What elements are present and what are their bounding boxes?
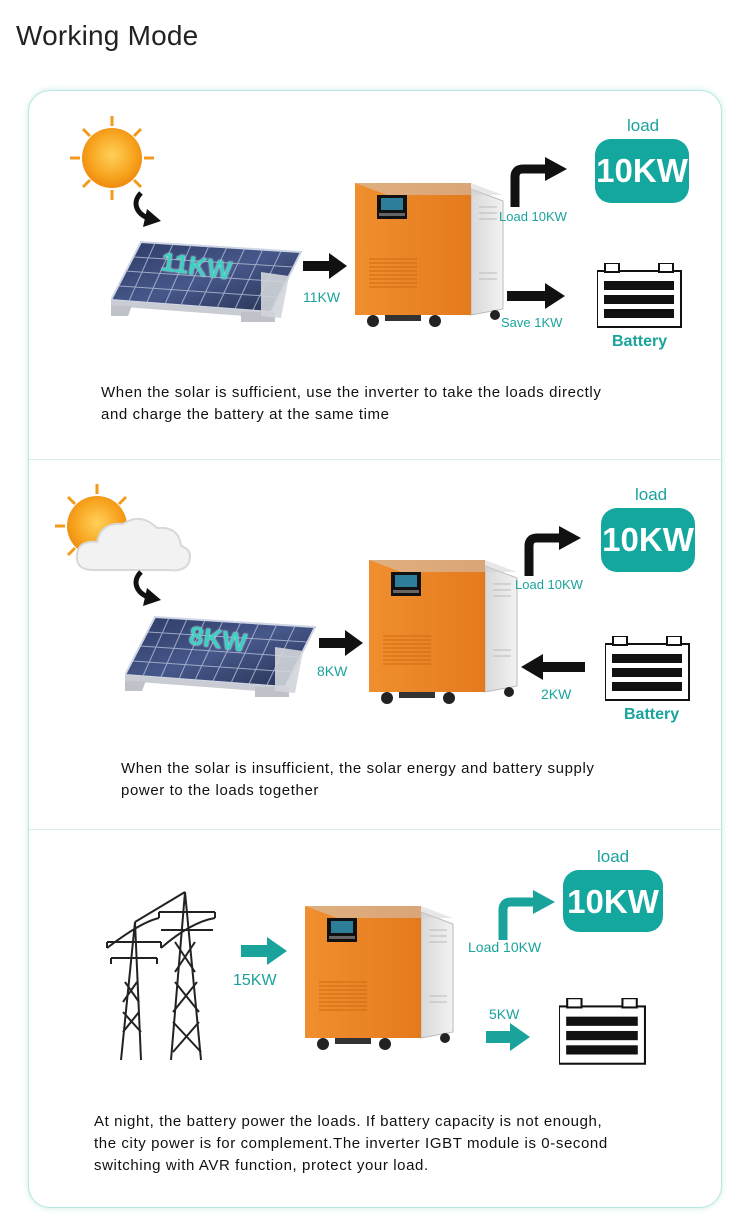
load-value-badge: 10KW	[595, 139, 689, 203]
battery-flow-label: 5KW	[489, 1006, 520, 1022]
caption-line: When the solar is insufficient, the sola…	[121, 760, 595, 777]
battery-icon	[605, 636, 690, 701]
page-title: Working Mode	[16, 20, 199, 51]
arrow-right-icon	[319, 630, 363, 656]
mode-1-section: 11KW 11KW Load 10KW load 10KW Save 1KW B…	[29, 91, 721, 459]
load-title: load	[627, 116, 660, 135]
inverter-icon	[369, 560, 518, 705]
load-value-badge: 10KW	[601, 508, 695, 572]
mode-2-caption: When the solar is insufficient, the sola…	[121, 758, 701, 802]
load-flow-label: Load 10KW	[515, 577, 583, 592]
load-title: load	[597, 847, 630, 866]
caption-line: power to the loads together	[121, 782, 319, 799]
arrow-up-right-icon	[524, 526, 581, 576]
caption-line: At night, the battery power the loads. I…	[94, 1113, 603, 1130]
battery-label: Battery	[612, 333, 668, 350]
inverter-icon	[305, 906, 454, 1051]
arrow-right-icon	[303, 253, 347, 279]
section-divider	[29, 829, 721, 830]
sun-behind-cloud-icon	[53, 482, 191, 572]
battery-flow-label: 2KW	[541, 686, 572, 702]
solar-input-label: 11KW	[303, 289, 341, 305]
caption-line: switching with AVR function, protect you…	[94, 1157, 429, 1174]
load-flow-label: Load 10KW	[499, 209, 567, 224]
arrow-right-icon	[507, 283, 565, 309]
solar-input-label: 8KW	[317, 663, 348, 679]
arrow-up-right-teal-icon	[498, 890, 555, 940]
load-title: load	[635, 485, 668, 504]
battery-label: Battery	[624, 706, 680, 723]
arrow-right-teal-icon	[241, 937, 287, 965]
grid-input-label: 15KW	[233, 972, 277, 989]
inverter-icon	[355, 183, 504, 328]
sun-icon	[68, 114, 156, 202]
curved-arrow-icon	[127, 570, 167, 610]
battery-icon	[597, 263, 682, 328]
load-value-badge: 10KW	[563, 870, 663, 932]
mode-1-caption: When the solar is sufficient, use the in…	[101, 382, 701, 426]
power-tower-icon	[106, 891, 216, 1061]
arrow-up-right-icon	[510, 157, 567, 207]
caption-line: When the solar is sufficient, use the in…	[101, 384, 602, 401]
caption-line: and charge the battery at the same time	[101, 406, 390, 423]
mode-3-section: 15KW Load 10KW load 10KW 5KW At night, t…	[29, 830, 721, 1207]
battery-flow-label: Save 1KW	[501, 315, 563, 330]
caption-line: the city power is for complement.The inv…	[94, 1135, 608, 1152]
arrow-left-icon	[521, 654, 585, 680]
working-mode-card: 11KW 11KW Load 10KW load 10KW Save 1KW B…	[28, 90, 722, 1208]
arrow-right-teal-icon	[486, 1023, 530, 1051]
mode-2-section: 8KW 8KW Load 10KW load 10KW 2KW Battery …	[29, 460, 721, 828]
mode-3-caption: At night, the battery power the loads. I…	[94, 1111, 709, 1177]
load-flow-label: Load 10KW	[468, 939, 542, 955]
battery-icon	[559, 998, 646, 1065]
section-divider	[29, 459, 721, 460]
curved-arrow-icon	[127, 191, 167, 231]
